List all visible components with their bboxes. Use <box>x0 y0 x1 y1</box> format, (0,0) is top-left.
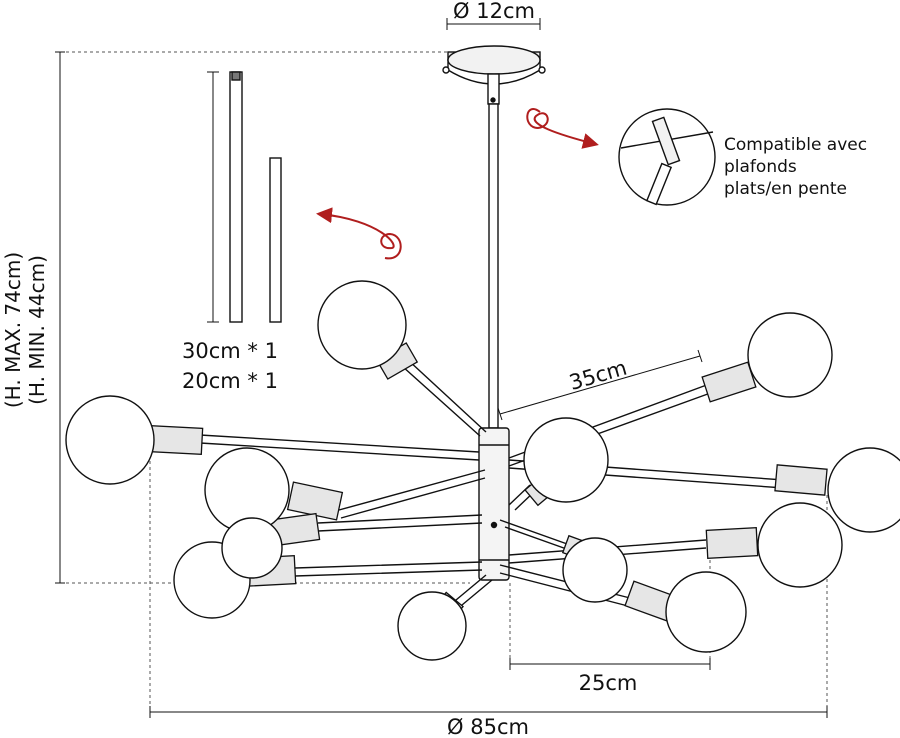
bulbs <box>65 280 900 661</box>
arm-length-label: 35cm <box>567 356 630 395</box>
note-line-1: Compatible avec <box>724 135 867 155</box>
central-hub <box>478 427 510 581</box>
rod-long-label: 30cm * 1 <box>182 339 278 363</box>
inner-width-label: 25cm <box>579 671 638 695</box>
rod-scale-line <box>207 71 219 323</box>
height-min-label: (H. MIN. 44cm) <box>25 255 49 405</box>
stem-rod <box>487 73 500 429</box>
rod-swap-arrow-icon <box>316 207 402 260</box>
inner-dimension-line <box>509 658 711 670</box>
overall-dimension-line <box>149 706 828 718</box>
canopy-dimension-line <box>446 18 541 30</box>
extension-rods <box>229 71 282 323</box>
overall-diameter-label: Ø 85cm <box>447 715 529 738</box>
note-line-3: plats/en pente <box>724 179 847 199</box>
swivel-arrow-icon <box>526 108 599 149</box>
note-line-2: plafonds <box>724 157 797 177</box>
canopy-diameter-label: Ø 12cm <box>453 0 535 23</box>
sloped-ceiling-detail-icon <box>618 108 716 206</box>
height-max-label: (H. MAX. 74cm) <box>1 252 25 408</box>
height-dimension-line <box>55 51 65 584</box>
rod-short-label: 20cm * 1 <box>182 369 278 393</box>
